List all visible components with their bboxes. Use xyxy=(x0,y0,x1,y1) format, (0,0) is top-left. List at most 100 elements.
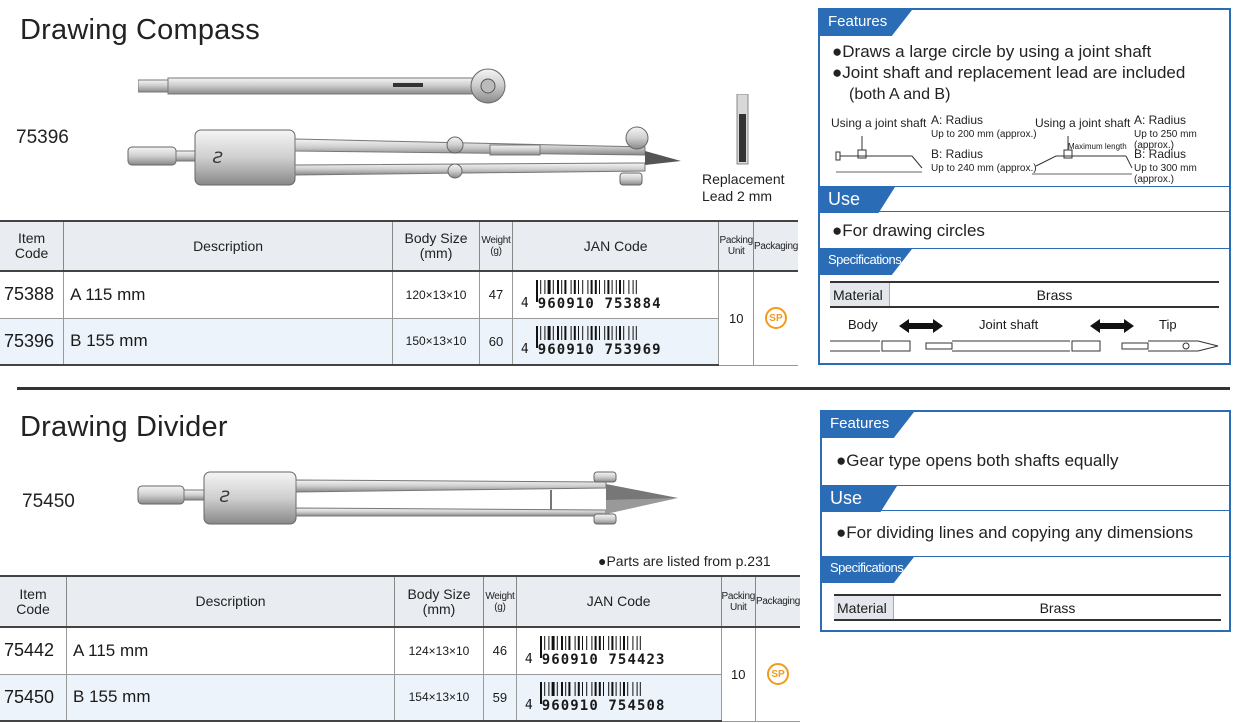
diagram-left-drawing xyxy=(835,136,923,173)
diagram-left-a-sub: Up to 200 mm (approx.) xyxy=(931,129,1037,140)
replacement-lead-image xyxy=(736,94,749,165)
item-weight: 46 xyxy=(483,627,517,675)
use-header: Use xyxy=(822,485,1229,512)
item-jan-barcode: 4 960910 753884 xyxy=(512,271,720,319)
table-row: 75442 A 115 mm 124×13×10 46 4 960910 754… xyxy=(0,627,800,722)
diagram-right-maxlen: Maximum length xyxy=(1068,142,1127,151)
col-jan-code: JAN Code xyxy=(516,575,722,628)
divider-image: Ƨ xyxy=(137,471,678,525)
feature-line: ●Gear type opens both shafts equally xyxy=(836,451,1119,470)
item-jan-barcode: 4 960910 754508 xyxy=(516,674,722,722)
part-tip-label: Tip xyxy=(1159,317,1177,332)
diagram-left-label: Using a joint shaft xyxy=(831,116,927,130)
part-joint-label: Joint shaft xyxy=(979,317,1039,332)
item-description: B 155 mm xyxy=(63,318,394,366)
divider-title: Drawing Divider xyxy=(20,411,228,443)
double-arrow-icon xyxy=(899,319,943,333)
compass-model-number: 75396 xyxy=(16,127,69,148)
diagram-right-label: Using a joint shaft xyxy=(1035,116,1131,130)
item-body-size: 150×13×10 xyxy=(392,318,481,366)
material-label: Material xyxy=(830,283,890,306)
col-body-size: Body Size(mm) xyxy=(394,575,484,628)
svg-text:Ƨ: Ƨ xyxy=(219,487,230,506)
material-row: Material Brass xyxy=(830,281,1219,308)
compass-title: Drawing Compass xyxy=(20,14,260,46)
item-code: 75396 xyxy=(0,318,65,366)
replacement-lead-label: Replacement Lead 2 mm xyxy=(702,171,785,204)
item-description: B 155 mm xyxy=(66,674,396,722)
divider-model-number: 75450 xyxy=(22,491,75,512)
parts-diagram-drawing xyxy=(830,340,1219,352)
col-weight: Weight(g) xyxy=(483,575,517,628)
table-row: 75388 A 115 mm 120×13×10 47 4 960910 753… xyxy=(0,271,798,366)
diagram-right-b-title: B: Radius xyxy=(1134,147,1187,161)
col-packaging: Packaging xyxy=(755,575,800,628)
compass-image: Ƨ xyxy=(127,126,681,186)
specifications-tag: Specifications xyxy=(820,249,912,275)
item-jan-barcode: 4 960910 754423 xyxy=(516,627,722,675)
features-header: Features xyxy=(822,412,1229,438)
item-body-size: 124×13×10 xyxy=(394,627,484,675)
diagram-left-b-sub: Up to 240 mm (approx.) xyxy=(931,163,1037,174)
packaging-cell: SP xyxy=(753,271,798,366)
packing-unit: 10 xyxy=(721,627,756,722)
section-divider xyxy=(17,387,1230,390)
features-header: Features xyxy=(820,10,1229,36)
use-line: ●For dividing lines and copying any dime… xyxy=(836,523,1194,542)
features-tag: Features xyxy=(822,412,914,438)
packaging-cell: SP xyxy=(755,627,800,722)
material-label: Material xyxy=(834,596,894,619)
packing-unit: 10 xyxy=(718,271,754,366)
feature-line: ●Joint shaft and replacement lead are in… xyxy=(832,63,1186,82)
feature-line: ●Draws a large circle by using a joint s… xyxy=(832,42,1152,61)
specifications-tag: Specifications xyxy=(822,557,914,583)
material-value: Brass xyxy=(1036,287,1073,303)
svg-text:Ƨ: Ƨ xyxy=(212,148,223,167)
feature-line: (both A and B) xyxy=(849,86,951,103)
sp-badge-icon: SP xyxy=(764,307,787,330)
material-row: Material Brass xyxy=(834,594,1221,621)
diagram-right-a-sub: Up to 250 mm (approx.) xyxy=(1134,129,1197,151)
table-row: 75396 B 155 mm 150×13×10 60 4 960910 753… xyxy=(0,318,798,366)
use-tag: Use xyxy=(820,187,895,213)
parts-note: ●Parts are listed from p.231 xyxy=(598,553,771,569)
col-weight: Weight(g) xyxy=(479,220,513,272)
item-weight: 59 xyxy=(483,674,517,722)
diagram-left-a-title: A: Radius xyxy=(931,113,984,127)
specifications-header: Specifications xyxy=(822,556,1229,583)
col-jan-code: JAN Code xyxy=(512,220,720,272)
double-arrow-icon xyxy=(1090,319,1134,333)
item-description: A 115 mm xyxy=(63,271,394,319)
diagram-left-b-title: B: Radius xyxy=(931,147,984,161)
item-body-size: 154×13×10 xyxy=(394,674,484,722)
item-code: 75442 xyxy=(0,627,68,675)
diagram-right-drawing xyxy=(1032,136,1133,175)
diagram-right-a-title: A: Radius xyxy=(1134,113,1187,127)
material-value: Brass xyxy=(1039,600,1076,616)
col-description: Description xyxy=(63,220,394,272)
use-header: Use xyxy=(820,186,1229,213)
features-tag: Features xyxy=(820,10,912,36)
diagram-right-b-sub: Up to 300 mm (approx.) xyxy=(1134,163,1197,185)
col-body-size: Body Size(mm) xyxy=(392,220,481,272)
use-tag: Use xyxy=(822,486,897,512)
table-row: 75450 B 155 mm 154×13×10 59 4 960910 754… xyxy=(0,674,800,722)
compass-info-panel: Features ●Draws a large circle by using … xyxy=(818,8,1231,365)
item-body-size: 120×13×10 xyxy=(392,271,481,319)
part-body-label: Body xyxy=(848,317,878,332)
item-weight: 47 xyxy=(479,271,513,319)
col-packaging: Packaging xyxy=(753,220,798,272)
item-weight: 60 xyxy=(479,318,513,366)
item-code: 75388 xyxy=(0,271,65,319)
item-description: A 115 mm xyxy=(66,627,396,675)
item-code: 75450 xyxy=(0,674,68,722)
sp-badge-icon: SP xyxy=(766,663,789,686)
divider-info-panel: Features ●Gear type opens both shafts eq… xyxy=(820,410,1231,632)
item-jan-barcode: 4 960910 753969 xyxy=(512,318,720,366)
